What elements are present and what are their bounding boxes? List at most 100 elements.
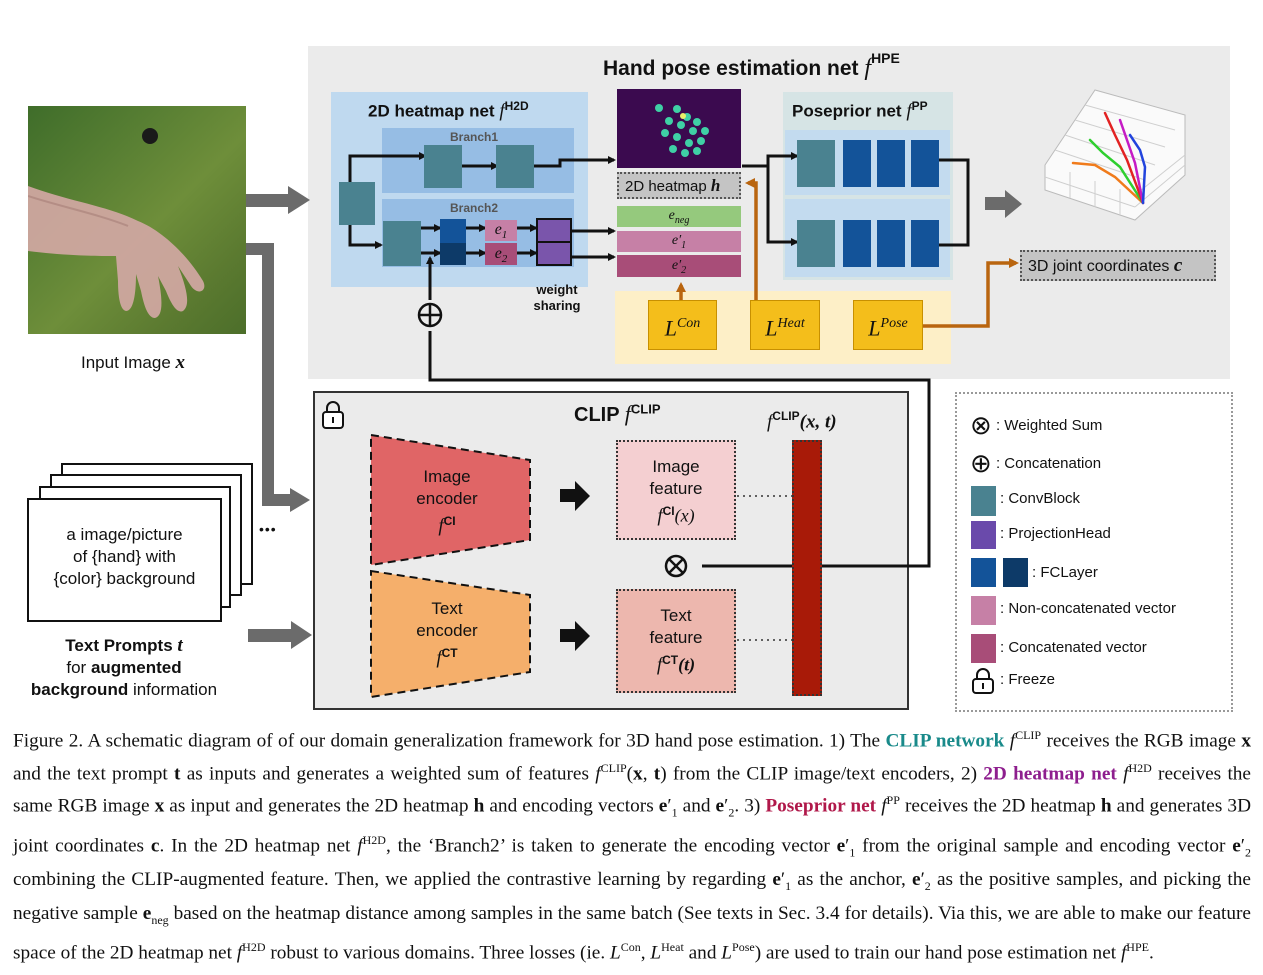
text-feature-arg: (t)	[678, 654, 696, 675]
prompt-ellipsis: •••	[259, 521, 277, 537]
branch2-fclayer-1	[440, 219, 466, 243]
caption-p3: and the text prompt	[13, 763, 175, 785]
vector-e1-prime: e′1	[617, 231, 741, 252]
caption-p9: and	[677, 795, 716, 817]
hand-picture	[28, 128, 205, 318]
image-feature-arg: (x)	[674, 505, 695, 526]
pp-title-text: Poseprior net	[792, 101, 902, 121]
projection-head-divider	[538, 241, 570, 243]
e1p-prime: ′	[678, 233, 682, 248]
output-var: c	[1173, 255, 1183, 276]
pp-row2-fclayer-3	[911, 220, 939, 267]
e2p-prime: ′	[678, 258, 682, 273]
caption-p21: ,	[640, 942, 651, 964]
prompt-cap2-pre: for	[66, 658, 87, 677]
clip-out-fn: f	[767, 411, 773, 433]
caption-p4: as inputs and generates a weighted sum o…	[180, 763, 596, 785]
weight-sharing-label: weight sharing	[531, 282, 583, 314]
vector-eneg: eneg	[617, 206, 741, 227]
caption-p23: ) are used to train our hand pose estima…	[754, 942, 1121, 964]
legend-cat-swatch	[971, 634, 996, 663]
pp-row1-fclayer-2	[877, 140, 905, 187]
weight-sharing-line2: sharing	[533, 298, 581, 313]
branch2-convblock	[383, 221, 421, 266]
caption-h2d-net: 2D heatmap net	[983, 763, 1117, 785]
grey-arrow-pp-to-3d	[985, 190, 1022, 218]
legend-cat-text: : Concatenated vector	[1000, 639, 1147, 656]
h2d-fn: f	[499, 100, 505, 122]
branch1-convblock-1	[424, 145, 462, 188]
loss-pose-sup: Pose	[880, 316, 908, 331]
loss-heat: LHeat	[750, 300, 820, 350]
prompt-cap3-bold: background	[30, 680, 129, 699]
caption-p14: , the ‘Branch2’ is taken to generate the…	[385, 835, 837, 857]
output-text: 3D joint coordinates	[1028, 258, 1170, 275]
figure-caption: Figure 2. A schematic diagram of of our …	[13, 728, 1251, 964]
concat-symbol-h2d	[417, 302, 443, 328]
eneg-letter: e	[668, 208, 675, 223]
text-encoder-line2: encoder	[416, 621, 478, 640]
legend-box	[955, 392, 1233, 712]
pp-row1-convblock	[797, 140, 835, 187]
weight-sharing-line1: weight	[536, 282, 578, 297]
legend-projection-swatch	[971, 521, 996, 549]
clip-arrow-text	[560, 621, 590, 651]
legend-concatenation: ⊕ : Concatenation	[970, 448, 1101, 479]
prompt-line2: of {hand} with	[72, 547, 177, 566]
caption-p10: . 3)	[734, 795, 766, 817]
e1-letter: e	[494, 221, 502, 238]
weighted-sum-symbol-clip	[664, 554, 688, 578]
clip-fn: f	[624, 401, 631, 426]
image-encoder-label: Image encoder fCI	[378, 466, 516, 538]
clip-arrow-image	[560, 481, 590, 511]
clip-out-args: (x, t)	[799, 411, 837, 433]
pp-title: Poseprior net fPP	[792, 99, 928, 123]
loss-con: LCon	[648, 300, 717, 350]
input-image-var: x	[175, 352, 186, 373]
legend-freeze-text: : Freeze	[1000, 671, 1056, 688]
clip-title: CLIP fCLIP	[574, 401, 661, 427]
image-encoder-line1: Image	[423, 467, 471, 486]
loss-heat-sup: Heat	[777, 316, 805, 331]
text-feature-box: Text feature fCT(t)	[616, 589, 736, 693]
pp-sup: PP	[911, 99, 928, 113]
heatmap-label-var: h	[710, 176, 721, 195]
branch1-convblock-2	[496, 145, 534, 188]
caption-p1: Figure 2. A schematic diagram of of our …	[13, 730, 886, 752]
clip-output-bar	[792, 440, 822, 696]
image-encoder-sup: CI	[443, 514, 456, 528]
text-encoder-line1: Text	[431, 599, 463, 618]
image-feature-line1: Image	[652, 457, 700, 476]
loss-con-letter: L	[664, 315, 677, 341]
prompt-cap1-var: t	[177, 635, 183, 656]
image-feature-line2: feature	[649, 479, 703, 498]
caption-p18: as the positive samples, and picking the…	[13, 869, 1251, 925]
grey-arrow-image-to-clip	[230, 243, 310, 512]
hpe-title-text: Hand pose estimation net	[603, 57, 859, 80]
pp-row2-fclayer-2	[877, 220, 905, 267]
loss-heat-letter: L	[765, 315, 778, 341]
prompt-card-front: a image/picture of {hand} with {color} b…	[27, 498, 222, 622]
text-encoder-label: Text encoder fCT	[378, 598, 516, 670]
loss-pose: LPose	[853, 300, 923, 350]
grey-arrow-image-to-h2d	[245, 186, 310, 214]
e1p-sub: 1	[681, 239, 687, 251]
legend-fclayer-swatch-2	[1003, 558, 1028, 587]
input-image-label: Input Image	[81, 353, 171, 372]
text-feature-line1: Text	[660, 606, 692, 625]
vector-e2-prime: e′2	[617, 255, 741, 277]
branch2-vector-e2: e2	[485, 243, 517, 265]
image-encoder-fn: f	[438, 515, 444, 537]
text-encoder-shape	[370, 569, 531, 699]
text-feature-sup: CT	[662, 653, 679, 667]
h2d-title: 2D heatmap net fH2D	[368, 99, 529, 123]
e2-letter: e	[494, 245, 502, 262]
caption-p11: receives the 2D heatmap	[899, 795, 1101, 817]
legend-fclayer-text: : FCLayer	[1032, 564, 1098, 581]
h2d-input-convblock	[339, 182, 375, 225]
concatenation-icon: ⊕	[970, 448, 992, 478]
projection-head	[536, 218, 572, 266]
e2p-sub: 2	[681, 264, 687, 276]
clip-sup: CLIP	[630, 401, 661, 417]
